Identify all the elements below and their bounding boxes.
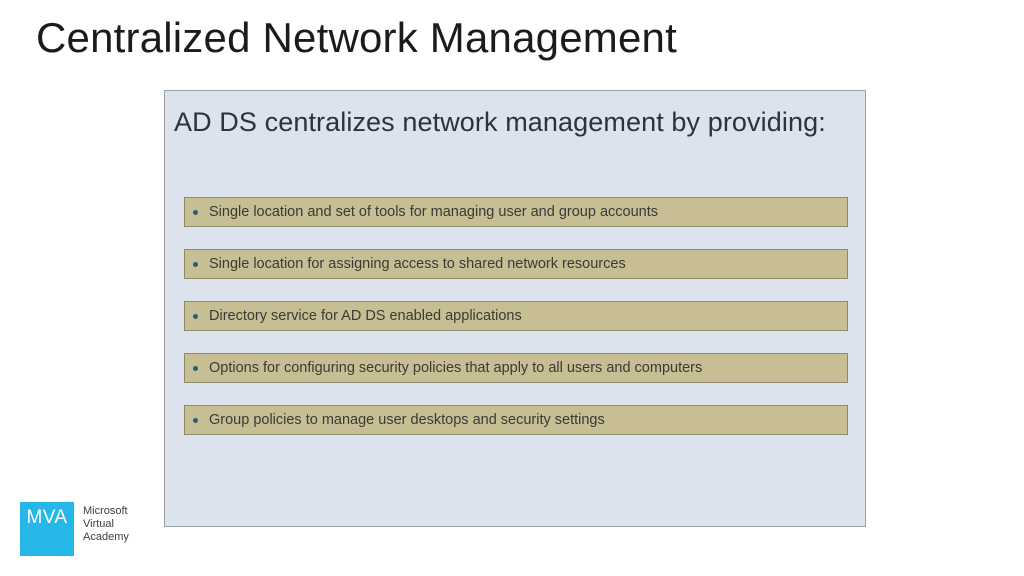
mva-wordmark-line-1: Microsoft — [83, 505, 128, 517]
mva-mark-icon: MVA — [20, 502, 74, 556]
mva-wordmark-line-3: Academy — [83, 531, 129, 543]
list-item: Single location and set of tools for man… — [184, 197, 848, 227]
list-item-label: Group policies to manage user desktops a… — [209, 412, 605, 428]
panel-heading: AD DS centralizes network management by … — [174, 107, 826, 137]
mva-wordmark-line-2: Virtual — [83, 518, 114, 530]
bullet-dot-icon — [193, 314, 198, 319]
content-panel: AD DS centralizes network management by … — [164, 90, 866, 527]
list-item-label: Directory service for AD DS enabled appl… — [209, 308, 522, 324]
list-item-label: Single location and set of tools for man… — [209, 204, 658, 220]
bullet-dot-icon — [193, 366, 198, 371]
bullet-dot-icon — [193, 262, 198, 267]
bullet-dot-icon — [193, 210, 198, 215]
bullet-list: Single location and set of tools for man… — [184, 197, 848, 435]
mva-logo: MVA Microsoft Virtual Academy — [20, 502, 129, 556]
mva-wordmark: Microsoft Virtual Academy — [83, 502, 129, 544]
list-item: Directory service for AD DS enabled appl… — [184, 301, 848, 331]
page-title: Centralized Network Management — [36, 14, 677, 61]
list-item: Group policies to manage user desktops a… — [184, 405, 848, 435]
bullet-dot-icon — [193, 418, 198, 423]
list-item: Single location for assigning access to … — [184, 249, 848, 279]
list-item-label: Single location for assigning access to … — [209, 256, 626, 272]
mva-mark-label: MVA — [26, 507, 68, 528]
list-item-label: Options for configuring security policie… — [209, 360, 703, 376]
list-item: Options for configuring security policie… — [184, 353, 848, 383]
